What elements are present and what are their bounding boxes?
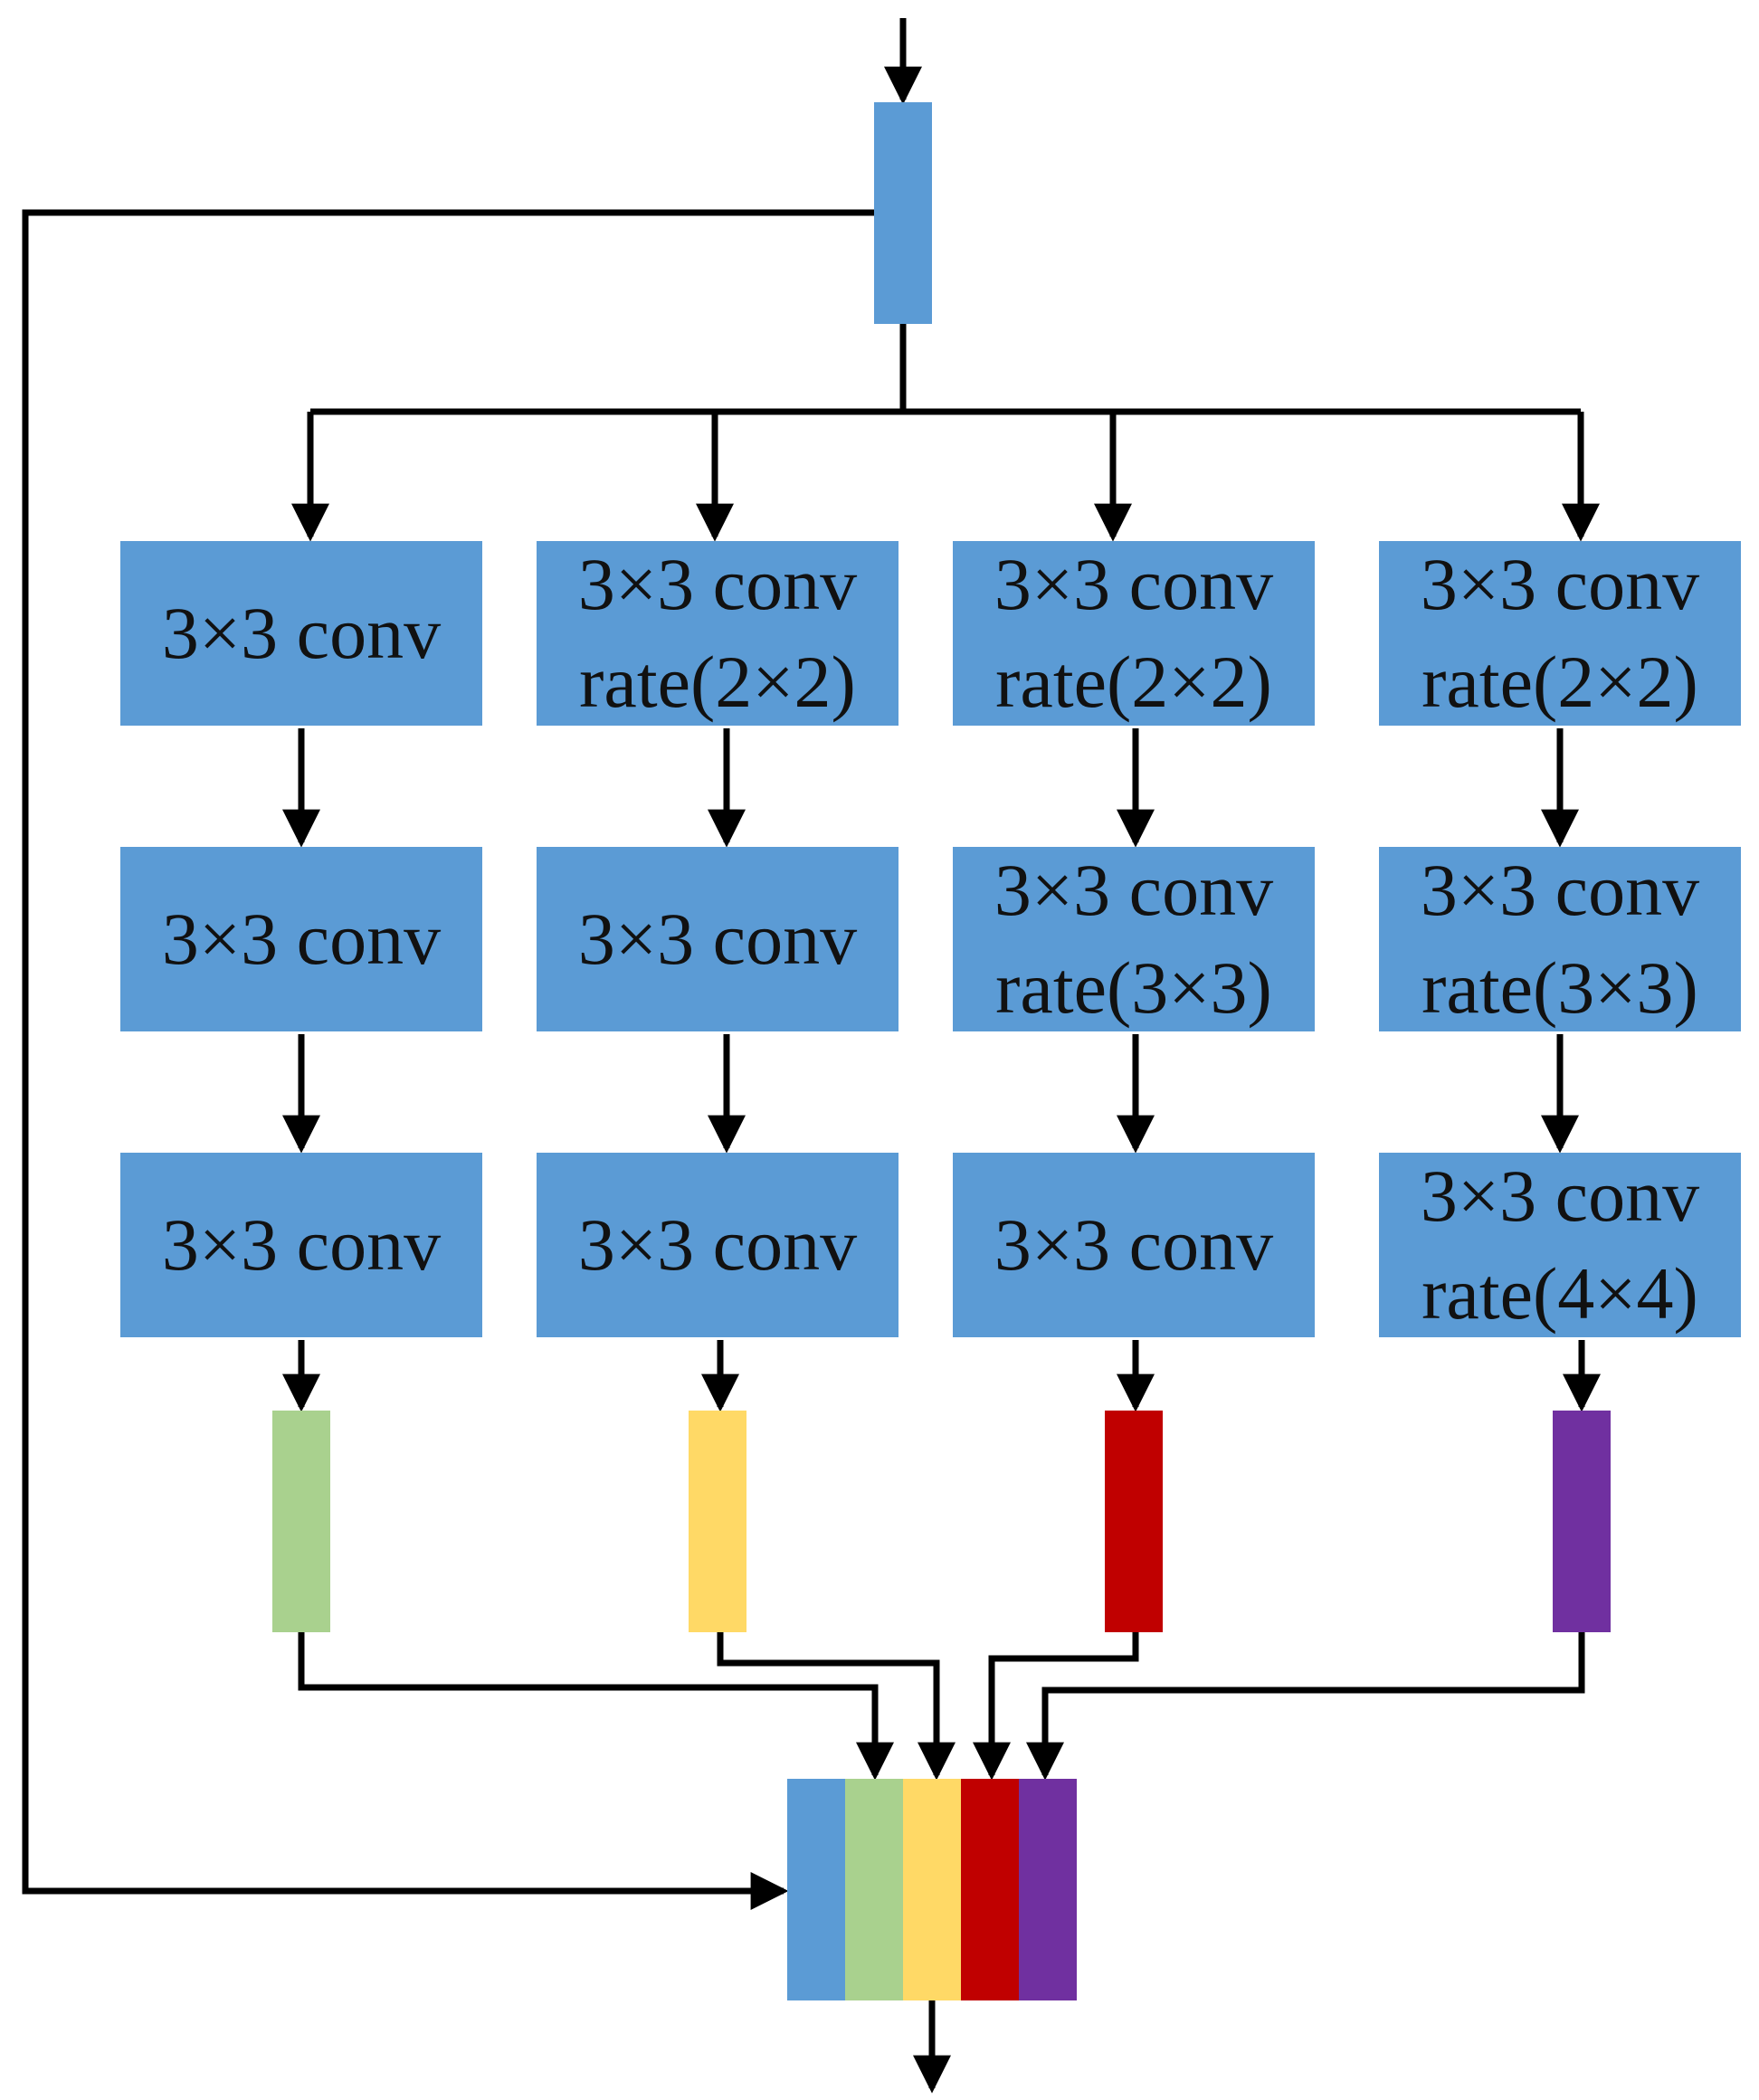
branch-2-output [689,1411,746,1632]
conv-label: 3×3 conv [994,1203,1274,1286]
merge-arrow-branch-3 [973,1632,1139,1781]
branch-3-output [1105,1411,1163,1632]
conv-label: 3×3 conv [577,543,858,625]
concat-slice-branch-3 [961,1779,1019,2000]
conv-label: 3×3 conv [577,1203,858,1286]
branch-2-conv-3: 3×3 conv [537,1153,899,1337]
rate-label: rate(3×3) [1421,946,1698,1029]
branch-3-conv-1: 3×3 conv rate(2×2) [953,541,1315,726]
merge-arrow-branch-2 [717,1632,956,1781]
branch-2-conv-1: 3×3 conv rate(2×2) [537,541,899,726]
concat-slice-branch-2 [903,1779,961,2000]
conv-label: 3×3 conv [161,898,442,980]
rate-label: rate(2×2) [995,641,1272,723]
concat-slice-branch-1 [845,1779,903,2000]
branch-1-conv-2: 3×3 conv [120,847,482,1031]
conv-label: 3×3 conv [161,592,442,674]
concat-slice-branch-4 [1019,1779,1077,2000]
rate-label: rate(2×2) [579,641,856,723]
rate-label: rate(3×3) [995,946,1272,1029]
branch-4-output [1553,1411,1611,1632]
branch-4-conv-2: 3×3 conv rate(3×3) [1379,847,1741,1031]
branch-4-conv-3: 3×3 conv rate(4×4) [1379,1153,1741,1337]
branch-1-output [272,1411,330,1632]
concat-slice-input [787,1779,845,2000]
rate-label: rate(4×4) [1421,1252,1698,1335]
branch-4-conv-1: 3×3 conv rate(2×2) [1379,541,1741,726]
branch-3-conv-3: 3×3 conv [953,1153,1315,1337]
merge-arrow-branch-1 [298,1632,894,1781]
merge-arrow-branch-4 [1026,1632,1585,1781]
conv-label: 3×3 conv [161,1203,442,1286]
conv-label: 3×3 conv [1420,543,1700,625]
conv-label: 3×3 conv [1420,849,1700,931]
conv-label: 3×3 conv [577,898,858,980]
rate-label: rate(2×2) [1421,641,1698,723]
branch-2-conv-2: 3×3 conv [537,847,899,1031]
conv-label: 3×3 conv [994,543,1274,625]
conv-label: 3×3 conv [1420,1155,1700,1237]
input-feature-map [874,102,932,324]
branch-1-conv-3: 3×3 conv [120,1153,482,1337]
branch-1-conv-1: 3×3 conv [120,541,482,726]
branch-3-conv-2: 3×3 conv rate(3×3) [953,847,1315,1031]
conv-label: 3×3 conv [994,849,1274,931]
skip-connection-arrow [22,209,874,1910]
